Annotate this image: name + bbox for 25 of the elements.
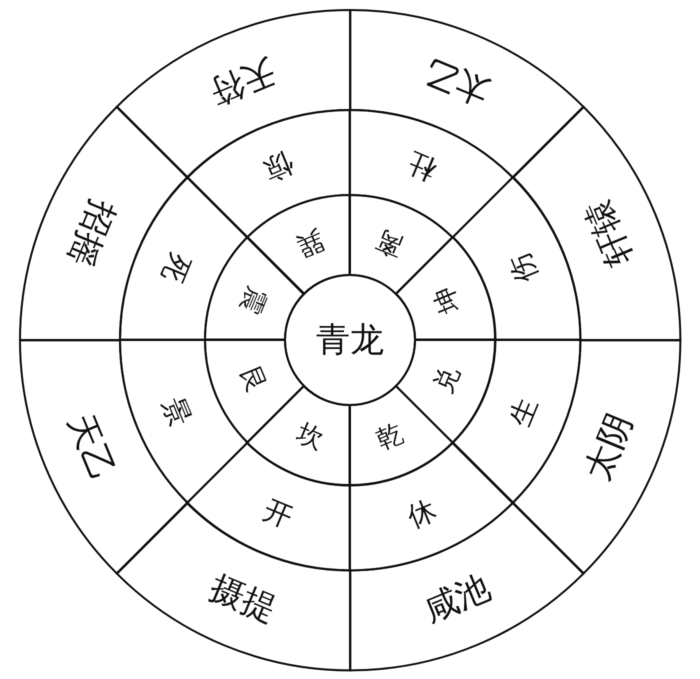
segment-label: 太阴 xyxy=(580,409,638,486)
segment-label: 休 xyxy=(404,495,440,532)
segment-label: 乾 xyxy=(373,420,408,454)
segment-label: 杜 xyxy=(404,148,440,185)
segment-label: 巽 xyxy=(292,226,327,260)
segment-label: 天符 xyxy=(204,52,281,110)
segment-label: 轩辕 xyxy=(580,194,638,271)
segment-label: 招摇 xyxy=(62,194,120,271)
segment-label: 摄提 xyxy=(204,570,281,628)
segment-label: 艮 xyxy=(236,363,270,398)
segment-label: 坎 xyxy=(292,420,327,454)
segment-label: 天乙 xyxy=(62,409,120,486)
segment-label: 太乙 xyxy=(419,52,496,110)
segment-label: 震 xyxy=(236,282,270,317)
segment-label: 开 xyxy=(260,495,296,532)
center-label: 青龙 xyxy=(316,323,384,357)
segment-label: 生 xyxy=(505,394,542,430)
segment-label: 惊 xyxy=(260,148,296,185)
segment-label: 伤 xyxy=(505,250,542,286)
segment-label: 兑 xyxy=(430,363,464,398)
segment-label: 坤 xyxy=(430,282,464,317)
segment-label: 景 xyxy=(158,394,195,430)
segment-label: 咸池 xyxy=(419,570,496,628)
segment-label: 死 xyxy=(158,250,195,286)
segment-label: 离 xyxy=(373,226,408,260)
